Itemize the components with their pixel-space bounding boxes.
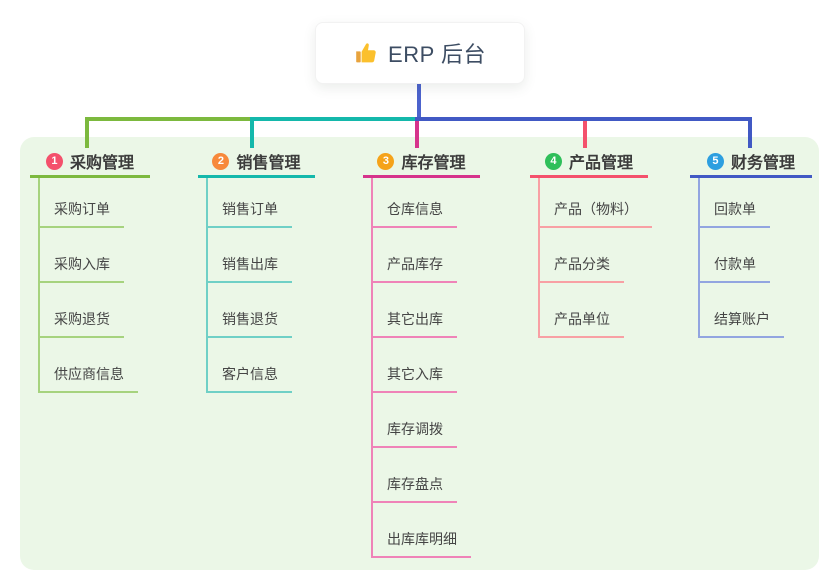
child-topic[interactable]: 产品分类 xyxy=(538,254,624,283)
branch-children-column: 仓库信息 产品库存 其它出库 其它入库 库存调拨 库存盘点 出库库明细 xyxy=(371,173,471,558)
child-topic[interactable]: 销售出库 xyxy=(206,254,292,283)
branch-topic-xiaoshou[interactable]: 2 销售管理 xyxy=(198,148,315,174)
branch-topic-label: 采购管理 xyxy=(69,155,134,172)
branch-topic-caiwu[interactable]: 5 财务管理 xyxy=(690,148,812,174)
branch-underline xyxy=(530,175,648,178)
child-topic[interactable]: 其它出库 xyxy=(371,309,457,338)
branch-underline xyxy=(30,175,150,178)
children-connector-line xyxy=(538,178,540,338)
connector-bus-segment xyxy=(85,117,254,121)
child-topic[interactable]: 采购入库 xyxy=(38,254,124,283)
child-topic[interactable]: 采购退货 xyxy=(38,309,124,338)
branch-drop-line xyxy=(583,121,587,148)
child-topic[interactable]: 产品库存 xyxy=(371,254,457,283)
branch-underline xyxy=(363,175,480,178)
branch-number-badge: 3 xyxy=(377,152,395,170)
root-topic[interactable]: ERP 后台 xyxy=(315,22,525,84)
branch-topic-label: 库存管理 xyxy=(401,155,466,172)
child-topic[interactable]: 出库库明细 xyxy=(371,529,471,558)
branch-topic-label: 销售管理 xyxy=(236,155,301,172)
branch-number-badge: 2 xyxy=(212,152,230,170)
root-connector-line xyxy=(417,82,421,120)
child-topic[interactable]: 库存调拨 xyxy=(371,419,457,448)
children-connector-line xyxy=(371,178,373,558)
child-topic[interactable]: 产品单位 xyxy=(538,309,624,338)
branch-underline xyxy=(198,175,315,178)
branch-drop-line xyxy=(415,121,419,148)
branch-children-column: 回款单 付款单 结算账户 xyxy=(698,173,784,338)
children-connector-line xyxy=(698,178,700,338)
thumbs-up-icon xyxy=(356,43,376,63)
branch-topic-caigou[interactable]: 1 采购管理 xyxy=(30,148,150,174)
branch-topic-chanpin[interactable]: 4 产品管理 xyxy=(530,148,648,174)
branch-number-badge: 1 xyxy=(45,152,63,170)
connector-bus-segment xyxy=(415,117,752,121)
child-topic[interactable]: 回款单 xyxy=(698,199,770,228)
root-topic-label: ERP 后台 xyxy=(388,42,486,67)
branch-topic-label: 财务管理 xyxy=(730,155,795,172)
branch-drop-line xyxy=(85,117,89,148)
child-topic[interactable]: 采购订单 xyxy=(38,199,124,228)
child-topic[interactable]: 销售订单 xyxy=(206,199,292,228)
branch-number-badge: 5 xyxy=(706,152,724,170)
child-topic[interactable]: 库存盘点 xyxy=(371,474,457,503)
branch-children-column: 产品（物料） 产品分类 产品单位 xyxy=(538,173,652,338)
connector-bus-segment xyxy=(250,117,419,121)
child-topic[interactable]: 付款单 xyxy=(698,254,770,283)
branch-drop-line xyxy=(250,117,254,148)
children-connector-line xyxy=(38,178,40,393)
branch-number-badge: 4 xyxy=(544,152,562,170)
child-topic[interactable]: 供应商信息 xyxy=(38,364,138,393)
child-topic[interactable]: 销售退货 xyxy=(206,309,292,338)
branches-background-panel xyxy=(20,137,819,570)
child-topic[interactable]: 其它入库 xyxy=(371,364,457,393)
child-topic[interactable]: 客户信息 xyxy=(206,364,292,393)
branch-underline xyxy=(690,175,812,178)
branch-children-column: 采购订单 采购入库 采购退货 供应商信息 xyxy=(38,173,138,393)
child-topic[interactable]: 仓库信息 xyxy=(371,199,457,228)
branch-drop-line xyxy=(748,117,752,148)
child-topic[interactable]: 产品（物料） xyxy=(538,199,652,228)
branch-children-column: 销售订单 销售出库 销售退货 客户信息 xyxy=(206,173,292,393)
children-connector-line xyxy=(206,178,208,393)
branch-topic-kucun[interactable]: 3 库存管理 xyxy=(363,148,480,174)
branch-topic-label: 产品管理 xyxy=(568,155,633,172)
child-topic[interactable]: 结算账户 xyxy=(698,309,784,338)
